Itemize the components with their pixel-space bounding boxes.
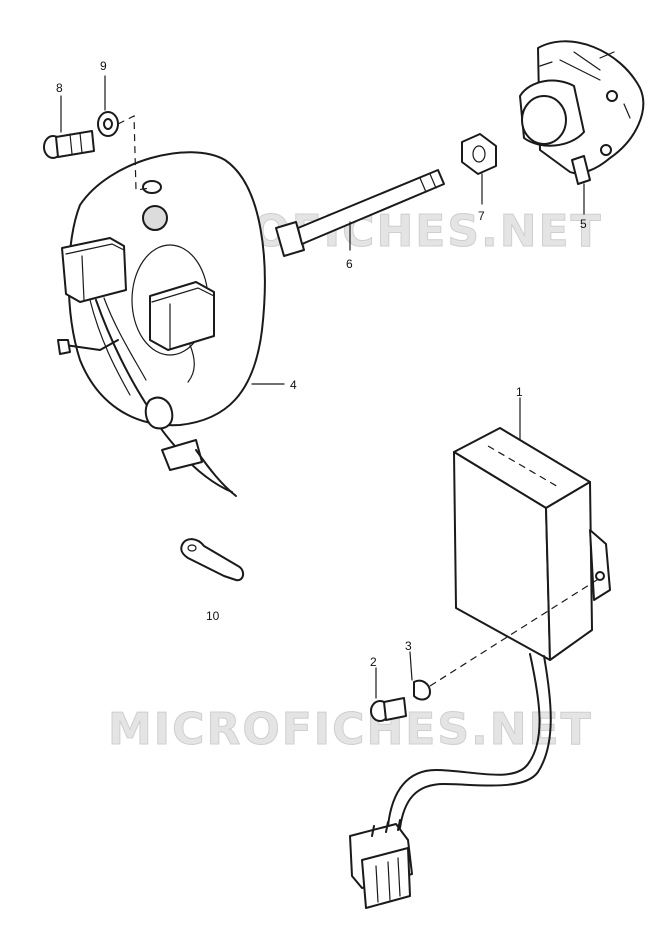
washer-3 [413,679,431,701]
coil-right [149,281,215,351]
callout-5: 5 [580,217,587,231]
screw-8 [43,130,95,159]
stator-boss [142,205,168,231]
callout-7: 7 [478,209,485,223]
leader-3 [409,651,413,681]
pickup-assembly-5 [519,40,645,185]
callout-4: 4 [290,378,297,392]
stator-plate [67,151,266,427]
callout-6: 6 [346,257,353,271]
stator-plate-assembly [57,151,266,497]
ignitor-unit-1 [387,427,611,829]
callout-9: 9 [100,59,107,73]
nut-7 [461,133,497,175]
bolt-6 [275,169,445,257]
callout-3: 3 [405,639,412,653]
coil-left [61,237,127,303]
callout-8: 8 [56,81,63,95]
ignitor-mount-dash [429,577,601,687]
watermark-lower: MICROFICHES.NET [108,704,593,755]
stator-hole-top [142,180,162,194]
wire-clamp-10 [180,538,244,582]
callout-1: 1 [516,385,523,399]
washer-9 [97,111,119,137]
screw-9-leader-dash [117,115,151,191]
callout-2: 2 [370,655,377,669]
callout-10: 10 [206,609,220,623]
grommet [144,396,174,430]
screw-2 [370,697,407,722]
coupler-connector [349,819,413,909]
